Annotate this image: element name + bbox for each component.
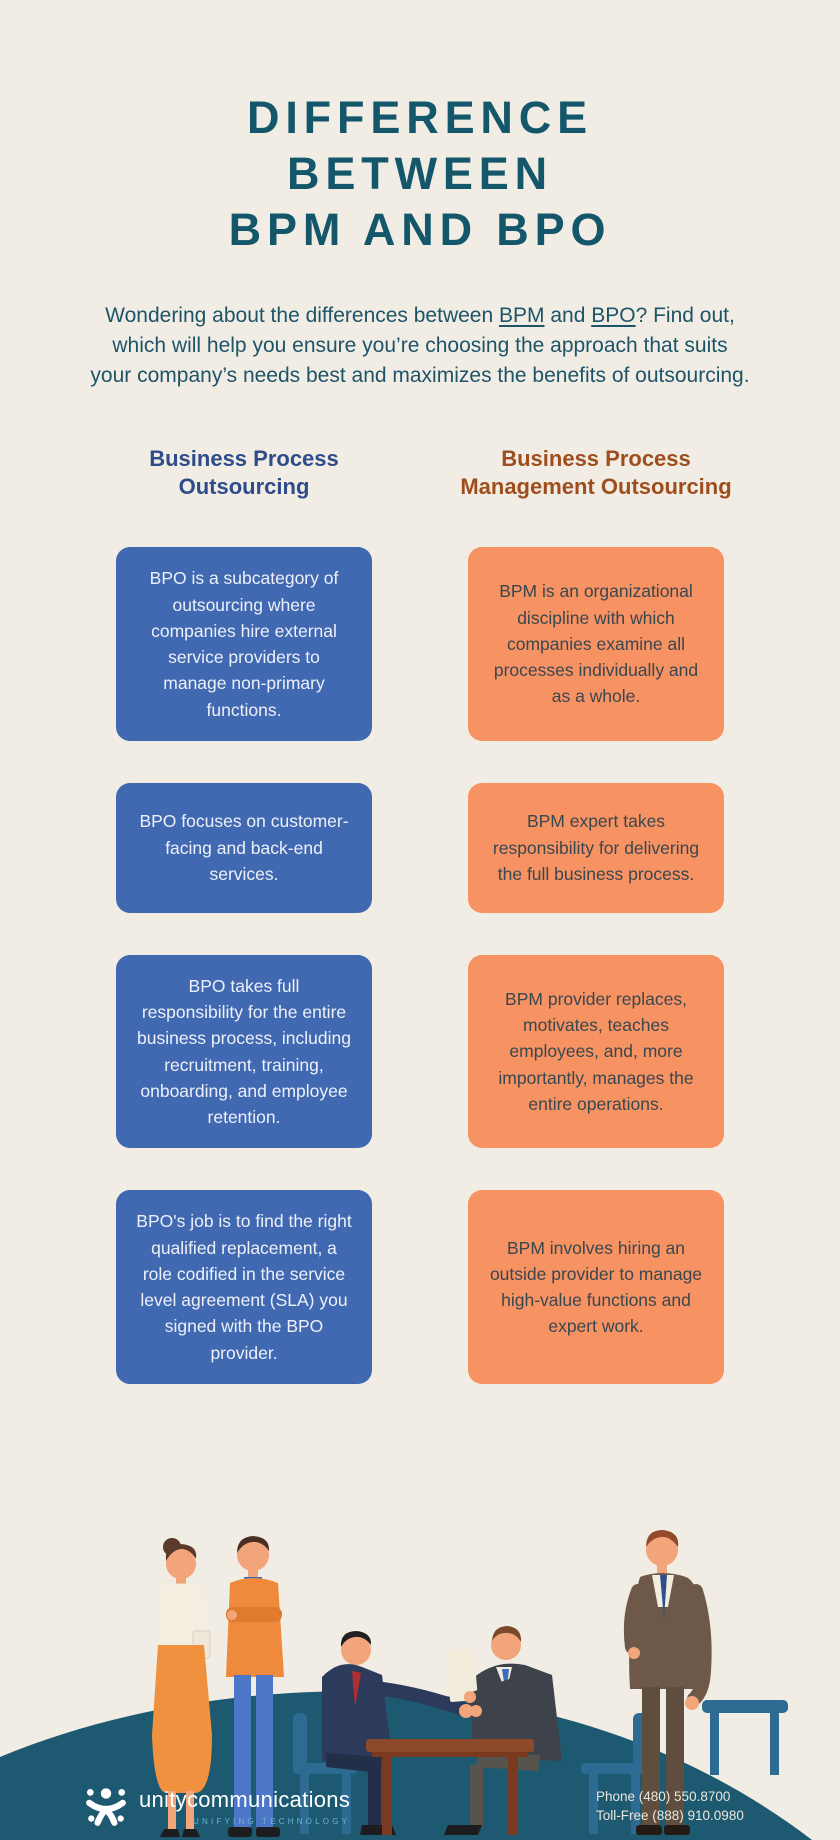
bpo-card-1: BPO is a subcategory of outsourcing wher… xyxy=(116,547,372,741)
bpo-card-4: BPO's job is to find the right qualified… xyxy=(116,1190,372,1384)
bpo-card-3: BPO takes full responsibility for the en… xyxy=(116,954,372,1149)
logo-name: unitycommunications xyxy=(139,1786,351,1812)
intro-text-1: Wondering about the differences between xyxy=(105,304,499,328)
contact-info: Phone (480) 550.8700 Toll-Free (888) 910… xyxy=(596,1787,744,1826)
intro-text-2: and xyxy=(544,304,592,328)
chair-right-far xyxy=(702,1700,788,1775)
intro-text-3: ? Find out, which will help you ensure y… xyxy=(90,304,750,388)
bpm-card-2-text: BPM expert takes responsibility for deli… xyxy=(492,811,700,884)
bpm-card-4-text: BPM involves hiring an outside provider … xyxy=(489,1237,703,1337)
bpm-card-3-text: BPM provider replaces, motivates, teache… xyxy=(498,988,694,1114)
bpm-card-3: BPM provider replaces, motivates, teache… xyxy=(468,954,724,1149)
bpm-card-4: BPM involves hiring an outside provider … xyxy=(468,1190,724,1384)
company-logo: unitycommunications UNIFYING TECHNOLOGY xyxy=(84,1784,350,1828)
title-line-1: DIFFERENCE xyxy=(246,92,593,143)
column-header-bpm: Business Process Management Outsourcing xyxy=(460,446,732,500)
bpo-card-3-text: BPO takes full responsibility for the en… xyxy=(136,975,351,1128)
title-line-3: BPM AND BPO xyxy=(228,203,612,255)
intro-paragraph: Wondering about the differences between … xyxy=(90,301,750,391)
bpo-card-2-text: BPO focuses on customer-facing and back-… xyxy=(139,811,349,884)
bpm-card-2: BPM expert takes responsibility for deli… xyxy=(468,782,724,913)
card-row-3: BPO takes full responsibility for the en… xyxy=(116,954,724,1149)
logo-tagline: UNIFYING TECHNOLOGY xyxy=(193,1816,351,1826)
contact-tollfree: Toll-Free (888) 910.0980 xyxy=(596,1808,744,1824)
column-header-bpo: Business Process Outsourcing xyxy=(149,446,339,500)
bpo-link[interactable]: BPO xyxy=(591,304,636,328)
bpm-link[interactable]: BPM xyxy=(499,304,545,328)
bpo-card-1-text: BPO is a subcategory of outsourcing wher… xyxy=(149,568,339,720)
card-row-2: BPO focuses on customer-facing and back-… xyxy=(116,782,724,913)
bpm-card-1: BPM is an organizational discipline with… xyxy=(468,547,724,741)
logo-text-block: unitycommunications UNIFYING TECHNOLOGY xyxy=(139,1787,350,1826)
card-row-4: BPO's job is to find the right qualified… xyxy=(116,1190,724,1384)
logo-mark-icon xyxy=(86,1788,126,1826)
comparison-grid: BPO is a subcategory of outsourcing wher… xyxy=(0,547,840,1384)
column-headers: Business Process Outsourcing Business Pr… xyxy=(0,445,840,501)
bpo-card-2: BPO focuses on customer-facing and back-… xyxy=(116,782,372,913)
title-line-2: BETWEEN xyxy=(287,147,553,199)
bpo-card-4-text: BPO's job is to find the right qualified… xyxy=(136,1211,352,1363)
page-title: DIFFERENCE BETWEEN BPM AND BPO xyxy=(0,90,840,257)
card-row-1: BPO is a subcategory of outsourcing wher… xyxy=(116,547,724,741)
bpm-card-1-text: BPM is an organizational discipline with… xyxy=(493,581,699,707)
contact-phone: Phone (480) 550.8700 xyxy=(596,1788,731,1804)
